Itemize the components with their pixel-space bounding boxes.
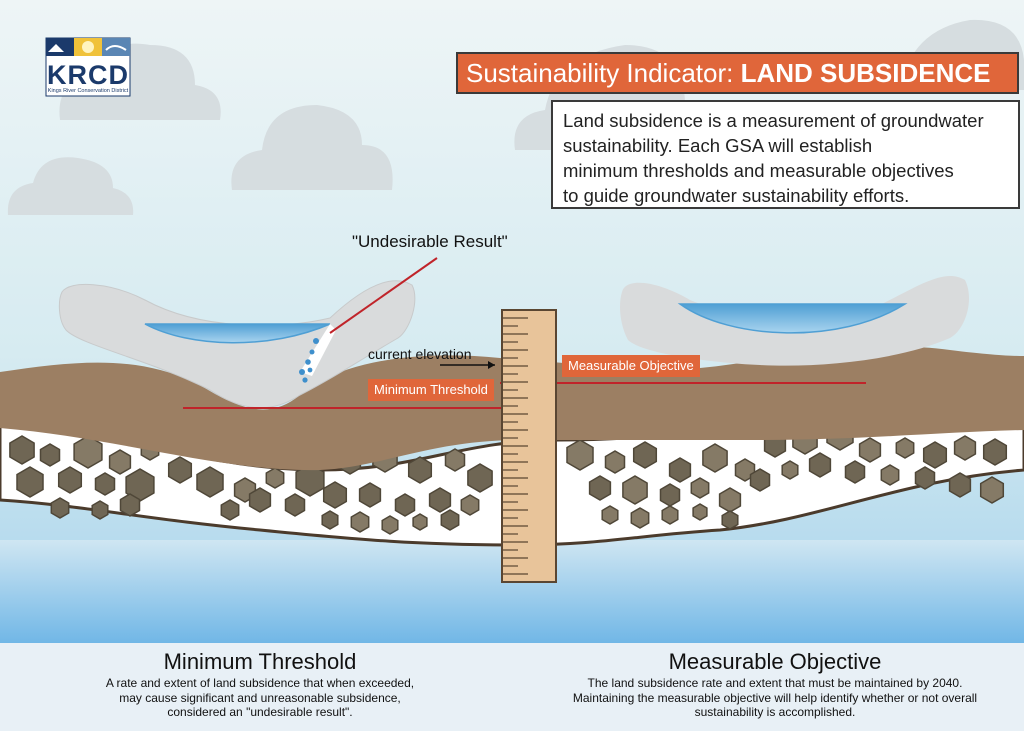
ruler-ticks [502, 317, 528, 575]
logo-subtext: Kings River Conservation District [47, 88, 129, 94]
rock [692, 503, 708, 521]
undesirable-result-label: "Undesirable Result" [352, 232, 508, 251]
rock [895, 437, 915, 459]
definition-line: Maintaining the measurable objective wil… [572, 690, 978, 705]
rock [73, 435, 103, 469]
cloud [59, 43, 221, 120]
rock [350, 511, 370, 533]
krcd-logo [45, 37, 131, 97]
mountain-icon [48, 44, 64, 52]
measurable-objective-heading: Measurable Objective [668, 649, 882, 674]
title-emphasis: LAND SUBSIDENCE [740, 58, 991, 88]
page-title: Sustainability Indicator: LAND SUBSIDENC… [456, 52, 1019, 94]
rock [108, 449, 132, 475]
rock [661, 505, 679, 525]
definition-line: The land subsidence rate and extent that… [587, 676, 963, 690]
rock [622, 475, 648, 505]
definition-line: sustainability is accomplished. [694, 705, 856, 719]
rock [721, 510, 739, 530]
rock [428, 487, 452, 513]
rock [858, 437, 882, 463]
title-prefix: Sustainability Indicator: [466, 58, 741, 88]
rock [284, 493, 306, 517]
definitions-panel [0, 643, 1024, 731]
cloud [7, 157, 134, 215]
rock [690, 477, 710, 499]
description-line: Land subsidence is a measurement of grou… [563, 110, 984, 131]
definition-line: A rate and extent of land subsidence tha… [105, 676, 415, 690]
rock [604, 450, 626, 474]
rock [220, 499, 240, 521]
rock [781, 460, 799, 480]
rock [668, 457, 692, 483]
rock-field [9, 419, 1008, 535]
leak-drops [299, 338, 319, 383]
rock [808, 452, 832, 478]
rock [321, 510, 339, 530]
description-line: to guide groundwater sustainability effo… [563, 185, 910, 206]
rock [880, 464, 900, 486]
definition-line: considered an "undesirable result". [167, 705, 353, 719]
rock [322, 481, 348, 509]
rock [9, 435, 35, 465]
logo-text: KRCD [47, 60, 129, 90]
description-line: minimum thresholds and measurable object… [563, 160, 954, 181]
rock [979, 476, 1005, 504]
rock [440, 509, 460, 531]
lightbulb-icon [82, 41, 94, 53]
rock [948, 472, 972, 498]
description-box: Land subsidence is a measurement of grou… [551, 100, 1020, 209]
definition-line: may cause significant and unreasonable s… [119, 690, 401, 705]
rock [566, 439, 594, 471]
rock [460, 494, 480, 516]
rock [295, 463, 325, 497]
minimum-threshold-tag: Minimum Threshold [368, 379, 494, 401]
rock [196, 466, 224, 498]
rock [588, 475, 612, 501]
measurable-objective-definition: Measurable Objective The land subsidence… [520, 648, 1024, 720]
arrow-head-icon [488, 361, 495, 369]
rock [91, 500, 109, 520]
rock [412, 513, 428, 531]
fish-icon [105, 45, 127, 51]
rock [16, 466, 44, 498]
rock [601, 505, 619, 525]
rock [922, 441, 948, 469]
rock [632, 441, 658, 469]
rock [444, 448, 466, 472]
rock [914, 466, 936, 490]
current-elevation-label: current elevation [368, 346, 472, 362]
rock [630, 507, 650, 529]
minimum-threshold-definition: Minimum Threshold A rate and extent of l… [40, 648, 480, 720]
description-line: sustainability. Each GSA will establish [563, 135, 873, 156]
right-canal-water [677, 303, 908, 334]
minimum-threshold-heading: Minimum Threshold [163, 649, 357, 674]
rock [119, 493, 141, 517]
rock [50, 497, 70, 519]
rock [265, 467, 285, 489]
rock [381, 515, 399, 535]
rock [167, 456, 193, 484]
left-canal [58, 280, 416, 409]
rock [749, 468, 771, 492]
rock [407, 456, 433, 484]
rock [94, 472, 116, 496]
rock [39, 443, 61, 467]
rock [702, 443, 728, 473]
rock [248, 487, 272, 513]
left-canal-water [144, 323, 331, 344]
rock [953, 435, 977, 461]
rock [358, 482, 382, 508]
rock [982, 438, 1008, 466]
measurable-objective-tag: Measurable Objective [562, 355, 700, 377]
rock [718, 487, 742, 513]
rock [659, 483, 681, 507]
rock [394, 493, 416, 517]
cloud [231, 105, 393, 190]
rock [844, 460, 866, 484]
rock [467, 463, 493, 493]
rock [57, 466, 83, 494]
undesirable-result-pointer [329, 257, 438, 334]
